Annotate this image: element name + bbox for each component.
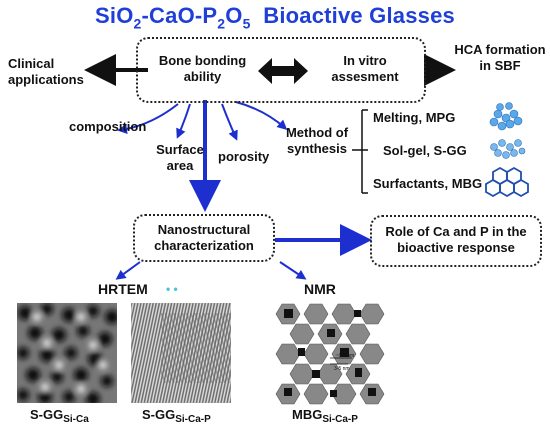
hrtem-label: HRTEM: [98, 281, 148, 297]
arrow-to-hrtem: [115, 261, 141, 280]
role-box: [370, 215, 542, 267]
nmr-label: NMR: [304, 281, 336, 297]
arrow-porosity: [221, 103, 238, 141]
nanostructural-box: [133, 214, 275, 262]
factor-porosity: porosity: [218, 149, 270, 164]
sample-label-3: MBGSi-Ca-P: [292, 407, 358, 425]
arrow-composition: [117, 103, 179, 135]
sample-label-1: S-GGSi-Ca: [30, 407, 89, 425]
melting-particles-icon: [489, 102, 523, 131]
scale-label-1: ~9.5 nm: [336, 353, 354, 359]
nanostructural-label: Nanostructural characterization: [154, 222, 254, 253]
method-surfactants: Surfactants, MBG: [373, 176, 483, 191]
arrow-method: [235, 101, 288, 131]
method-bracket: [352, 109, 368, 194]
factor-surface-area: Surface area: [156, 142, 204, 173]
top-box: [136, 37, 426, 103]
diagram-title: SiO2-CaO-P2O5 Bioactive Glasses: [95, 3, 455, 32]
double-arrow: [258, 58, 308, 84]
svg-text:• •: • •: [166, 282, 178, 296]
hca-label: HCA formation in SBF: [454, 42, 546, 73]
factor-method: Method of synthesis: [285, 125, 349, 156]
role-label: Role of Ca and P in the bioactive respon…: [385, 224, 527, 255]
clinical-label: Clinical applications: [8, 56, 84, 87]
method-solgel: Sol-gel, S-GG: [383, 143, 467, 158]
arrow-to-nmr: [279, 261, 307, 280]
micrograph-sgg-sica: [17, 303, 117, 403]
sample-label-2: S-GGSi-Ca-P: [142, 407, 211, 425]
arrow-surface: [176, 103, 191, 139]
scale-label-2: 3-5 nm: [334, 366, 350, 372]
mbg-hexagon-icon: [485, 166, 529, 198]
micrograph-mbg-sicap: ~9.5 nm 3-5 nm: [272, 300, 388, 406]
bone-bonding-label: Bone bonding ability: [158, 53, 247, 84]
micrograph-sgg-sicap: [131, 303, 231, 403]
in-vitro-label: In vitro assesment: [331, 53, 399, 84]
factor-composition: composition: [69, 119, 147, 134]
method-melting: Melting, MPG: [373, 110, 456, 125]
solgel-particles-icon: [490, 139, 526, 159]
